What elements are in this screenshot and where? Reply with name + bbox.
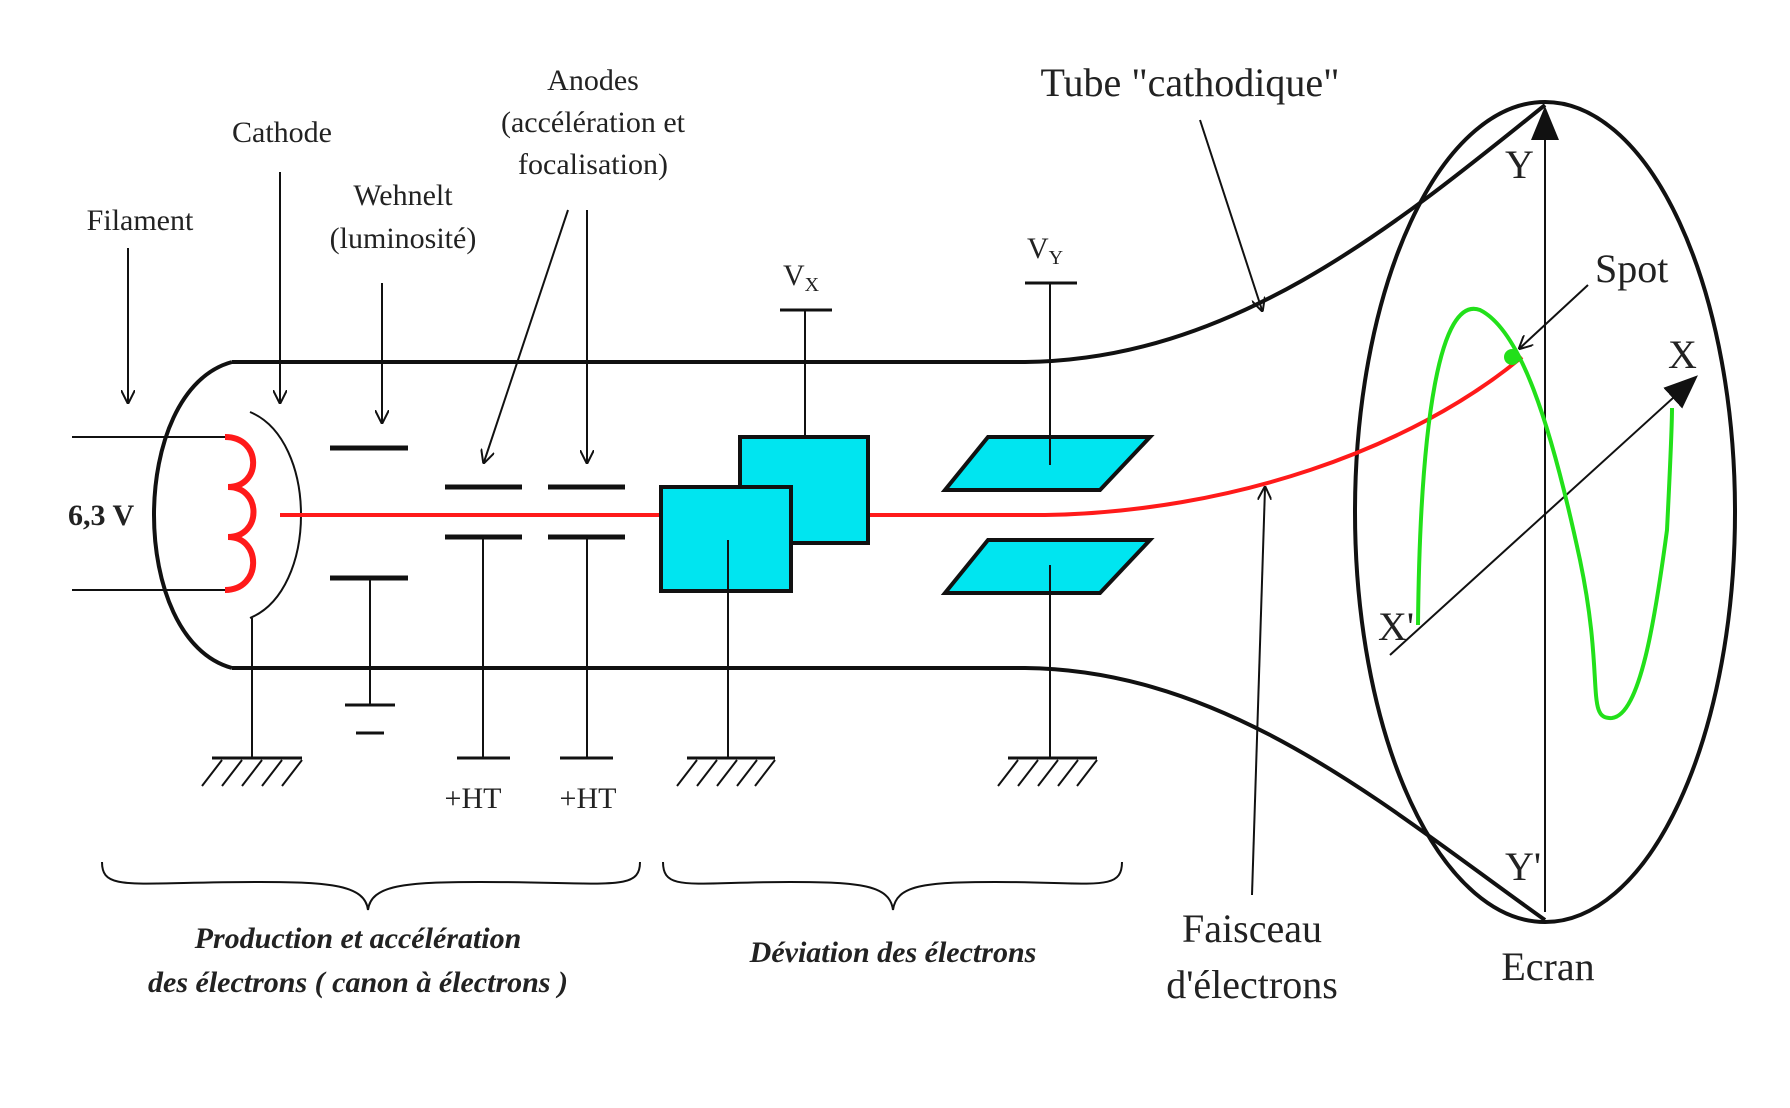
spot bbox=[1504, 349, 1520, 365]
ground-symbol-y-plate bbox=[997, 756, 1098, 787]
x-plate-wires bbox=[727, 308, 832, 758]
anodes-label-line1: Anodes bbox=[547, 64, 639, 97]
anode-1-arrow bbox=[484, 209, 569, 462]
production-label-line2: des électrons ( canon à électrons ) bbox=[148, 966, 568, 999]
ht-label-2: +HT bbox=[560, 782, 617, 815]
axis-y-prime-label: Y' bbox=[1505, 844, 1541, 889]
anodes-label-line3: focalisation) bbox=[518, 148, 668, 181]
y-plate-bottom bbox=[940, 538, 1155, 595]
y-plate-wires bbox=[1025, 281, 1077, 758]
tube-label: Tube "cathodique" bbox=[1041, 60, 1340, 105]
beam-label-line2: d'électrons bbox=[1166, 962, 1338, 1007]
screen-ellipse bbox=[1353, 100, 1737, 924]
filament-coil bbox=[224, 434, 257, 593]
vx-label: VX bbox=[783, 259, 820, 296]
ground-symbol-x-plate bbox=[676, 756, 776, 787]
anodes-label-line2: (accélération et bbox=[501, 106, 686, 139]
production-label-line1: Production et accélération bbox=[194, 922, 522, 955]
anode-1 bbox=[445, 484, 522, 540]
y-plate-top bbox=[940, 435, 1155, 492]
tube-arrow bbox=[1199, 119, 1262, 310]
electron-beam bbox=[280, 355, 1524, 517]
annotation-arrows bbox=[128, 119, 1589, 896]
voltage-label: 6,3 V bbox=[68, 499, 134, 532]
cathode-label: Cathode bbox=[232, 116, 332, 149]
axis-y-label: Y bbox=[1505, 142, 1534, 187]
wehnelt-label-line1: Wehnelt bbox=[353, 179, 453, 212]
anode-supply-wires bbox=[457, 537, 613, 760]
x-plate-front bbox=[659, 485, 793, 593]
beam-arrow bbox=[1251, 488, 1265, 896]
beam-label-line1: Faisceau bbox=[1182, 906, 1322, 951]
x-axis bbox=[1389, 375, 1698, 656]
screen-label: Ecran bbox=[1501, 944, 1594, 989]
anode-2 bbox=[548, 484, 625, 540]
vy-label: VY bbox=[1027, 232, 1063, 269]
screen-trace bbox=[1416, 306, 1674, 721]
deviation-brace bbox=[662, 861, 1123, 911]
ht-label-1: +HT bbox=[445, 782, 502, 815]
spot-arrow bbox=[1520, 284, 1589, 348]
axis-x-label: X bbox=[1668, 332, 1697, 377]
spot-label: Spot bbox=[1595, 246, 1668, 291]
deviation-label: Déviation des électrons bbox=[749, 936, 1037, 969]
wehnelt-supply bbox=[345, 578, 395, 735]
ground-symbol-cathode bbox=[201, 756, 303, 787]
axis-x-prime-label: X' bbox=[1378, 604, 1414, 649]
filament-wires bbox=[72, 436, 232, 591]
wehnelt-label-line2: (luminosité) bbox=[330, 222, 477, 255]
filament-label: Filament bbox=[87, 204, 194, 237]
production-brace bbox=[101, 861, 641, 911]
tube-envelope bbox=[152, 103, 1547, 922]
